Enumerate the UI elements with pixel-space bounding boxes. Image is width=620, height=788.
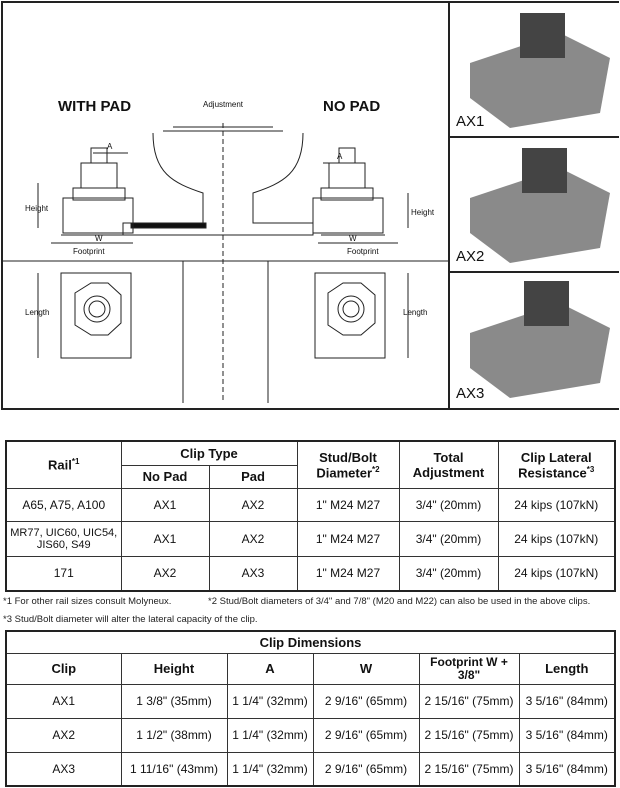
label-footprint-right: Footprint (347, 247, 379, 256)
label-height-left: Height (25, 204, 49, 213)
label-a-left: A (107, 142, 113, 151)
header-length: Length (518, 652, 616, 685)
header-pad: Pad (208, 464, 298, 489)
label-w-left: W (95, 234, 103, 243)
label-footprint-left: Footprint (73, 247, 105, 256)
header-lateral: Clip Lateral Resistance*3 (497, 440, 616, 489)
footnote-3: *3 Stud/Bolt diameter will alter the lat… (3, 614, 258, 625)
header-rail: Rail*1 (5, 440, 122, 489)
clip-installation-diagram: WITH PAD NO PAD Adjustment A A Height He… (3, 98, 448, 403)
label-height-right: Height (411, 208, 435, 217)
clip-photo-image (470, 148, 610, 263)
photo-ax2: AX2 (450, 138, 619, 273)
header-clip-type: Clip Type (120, 440, 298, 466)
clip-selection-table: Rail*1 Clip Type Stud/Bolt Diameter*2 To… (5, 440, 616, 592)
header-no-pad: No Pad (120, 464, 210, 489)
label-no-pad: NO PAD (323, 98, 380, 115)
clip-photo-image (470, 13, 610, 128)
clip-photo-image (470, 281, 610, 398)
figure-panel: WITH PAD NO PAD Adjustment A A Height He… (1, 1, 619, 410)
label-w-right: W (349, 234, 357, 243)
table-title: Clip Dimensions (5, 630, 616, 654)
clip-photos: AX1 AX2 AX3 (448, 3, 619, 408)
label-length-left: Length (25, 308, 49, 317)
footnote-1: *1 For other rail sizes consult Molyneux… (3, 596, 172, 607)
header-w: W (312, 652, 420, 685)
label-a-right: A (337, 152, 343, 161)
header-stud: Stud/Bolt Diameter*2 (296, 440, 400, 489)
label-length-right: Length (403, 308, 427, 317)
label-with-pad: WITH PAD (58, 98, 131, 115)
header-footprint: Footprint W + 3/8" (418, 652, 520, 685)
photo-ax3: AX3 (450, 273, 619, 408)
header-clip: Clip (5, 652, 122, 685)
header-a: A (226, 652, 314, 685)
header-height: Height (120, 652, 228, 685)
footnote-2: *2 Stud/Bolt diameters of 3/4" and 7/8" … (208, 596, 591, 607)
photo-ax1: AX1 (450, 3, 619, 138)
label-adjustment: Adjustment (203, 100, 244, 109)
header-adjustment: Total Adjustment (398, 440, 499, 489)
